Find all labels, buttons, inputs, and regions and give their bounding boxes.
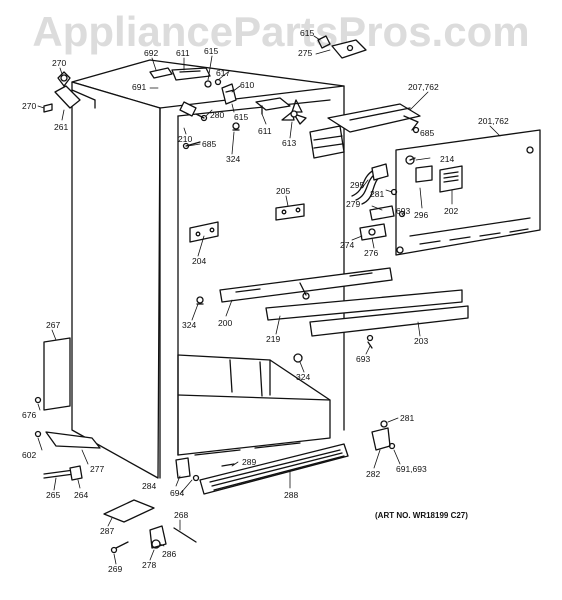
callout-268: 268 — [174, 510, 188, 520]
callout-261: 261 — [54, 122, 68, 132]
callout-615-top: 615 — [204, 46, 218, 56]
callout-284: 284 — [142, 481, 156, 491]
lower-left-parts — [34, 337, 101, 481]
callout-265: 265 — [46, 490, 60, 500]
callout-685-right: 685 — [420, 128, 434, 138]
cabinet-shell — [71, 59, 345, 479]
callout-281-low: 281 — [400, 413, 414, 423]
callout-276: 276 — [364, 248, 378, 258]
callout-289: 289 — [242, 457, 256, 467]
callout-204: 204 — [192, 256, 206, 266]
wiring-harness — [351, 163, 406, 241]
callout-610: 610 — [240, 80, 254, 90]
shelf-rails — [196, 267, 469, 363]
control-panel — [395, 129, 541, 256]
callout-286: 286 — [162, 549, 176, 559]
callout-274: 274 — [340, 240, 354, 250]
top-hinge-parts — [149, 67, 237, 105]
callout-207-762: 207,762 — [408, 82, 439, 92]
callout-275: 275 — [298, 48, 312, 58]
leveling-leg-parts — [103, 499, 197, 554]
callout-288: 288 — [284, 490, 298, 500]
callout-615-topright: 615 — [300, 28, 314, 38]
callout-201-762: 201,762 — [478, 116, 509, 126]
lower-right-parts — [371, 420, 396, 451]
callout-264: 264 — [74, 490, 88, 500]
callout-205: 205 — [276, 186, 290, 196]
callout-296: 296 — [414, 210, 428, 220]
callout-611-top: 611 — [176, 48, 190, 58]
callout-202: 202 — [444, 206, 458, 216]
fasteners-top — [179, 101, 240, 150]
front-grille — [175, 443, 349, 495]
callout-219: 219 — [266, 334, 280, 344]
callout-277: 277 — [90, 464, 104, 474]
callout-685-left: 685 — [202, 139, 216, 149]
callout-270-left: 270 — [22, 101, 36, 111]
callout-278: 278 — [142, 560, 156, 570]
callout-280: 280 — [210, 110, 224, 120]
callout-602: 602 — [22, 450, 36, 460]
callout-214: 214 — [440, 154, 454, 164]
callout-617: 617 — [216, 68, 230, 78]
callout-279: 279 — [346, 199, 360, 209]
evaporator-fan — [255, 97, 307, 125]
callout-324-top: 324 — [226, 154, 240, 164]
callout-613: 613 — [282, 138, 296, 148]
callout-267: 267 — [46, 320, 60, 330]
callout-693-low: 693 — [356, 354, 370, 364]
watermark-logo: AppliancePartsPros.com — [32, 8, 530, 55]
callout-281-mid: 281 — [370, 189, 384, 199]
callout-691: 691 — [132, 82, 146, 92]
top-left-hinge — [43, 71, 81, 113]
callout-694: 694 — [170, 488, 184, 498]
callout-270-top: 270 — [52, 58, 66, 68]
callout-691-693: 691,693 — [396, 464, 427, 474]
control-housing — [309, 103, 421, 159]
callout-282: 282 — [366, 469, 380, 479]
callout-611-mid: 611 — [258, 126, 272, 136]
callout-692: 692 — [144, 48, 158, 58]
callout-693-mid: 693 — [396, 206, 410, 216]
callout-324-low: 324 — [296, 372, 310, 382]
callout-295: 295 — [350, 180, 364, 190]
side-brackets — [189, 203, 305, 243]
callout-324-mid: 324 — [182, 320, 196, 330]
callout-269: 269 — [108, 564, 122, 574]
art-number: (ART NO. WR18199 C27) — [375, 511, 468, 520]
callout-676: 676 — [22, 410, 36, 420]
callout-203: 203 — [414, 336, 428, 346]
leader-lines — [37, 35, 501, 565]
callout-287: 287 — [100, 526, 114, 536]
callout-615-mid: 615 — [234, 112, 248, 122]
top-right-bracket — [317, 35, 367, 59]
callout-labels: 270 270 261 692 611 615 617 691 610 615 … — [22, 28, 509, 574]
callout-210: 210 — [178, 134, 192, 144]
callout-200: 200 — [218, 318, 232, 328]
